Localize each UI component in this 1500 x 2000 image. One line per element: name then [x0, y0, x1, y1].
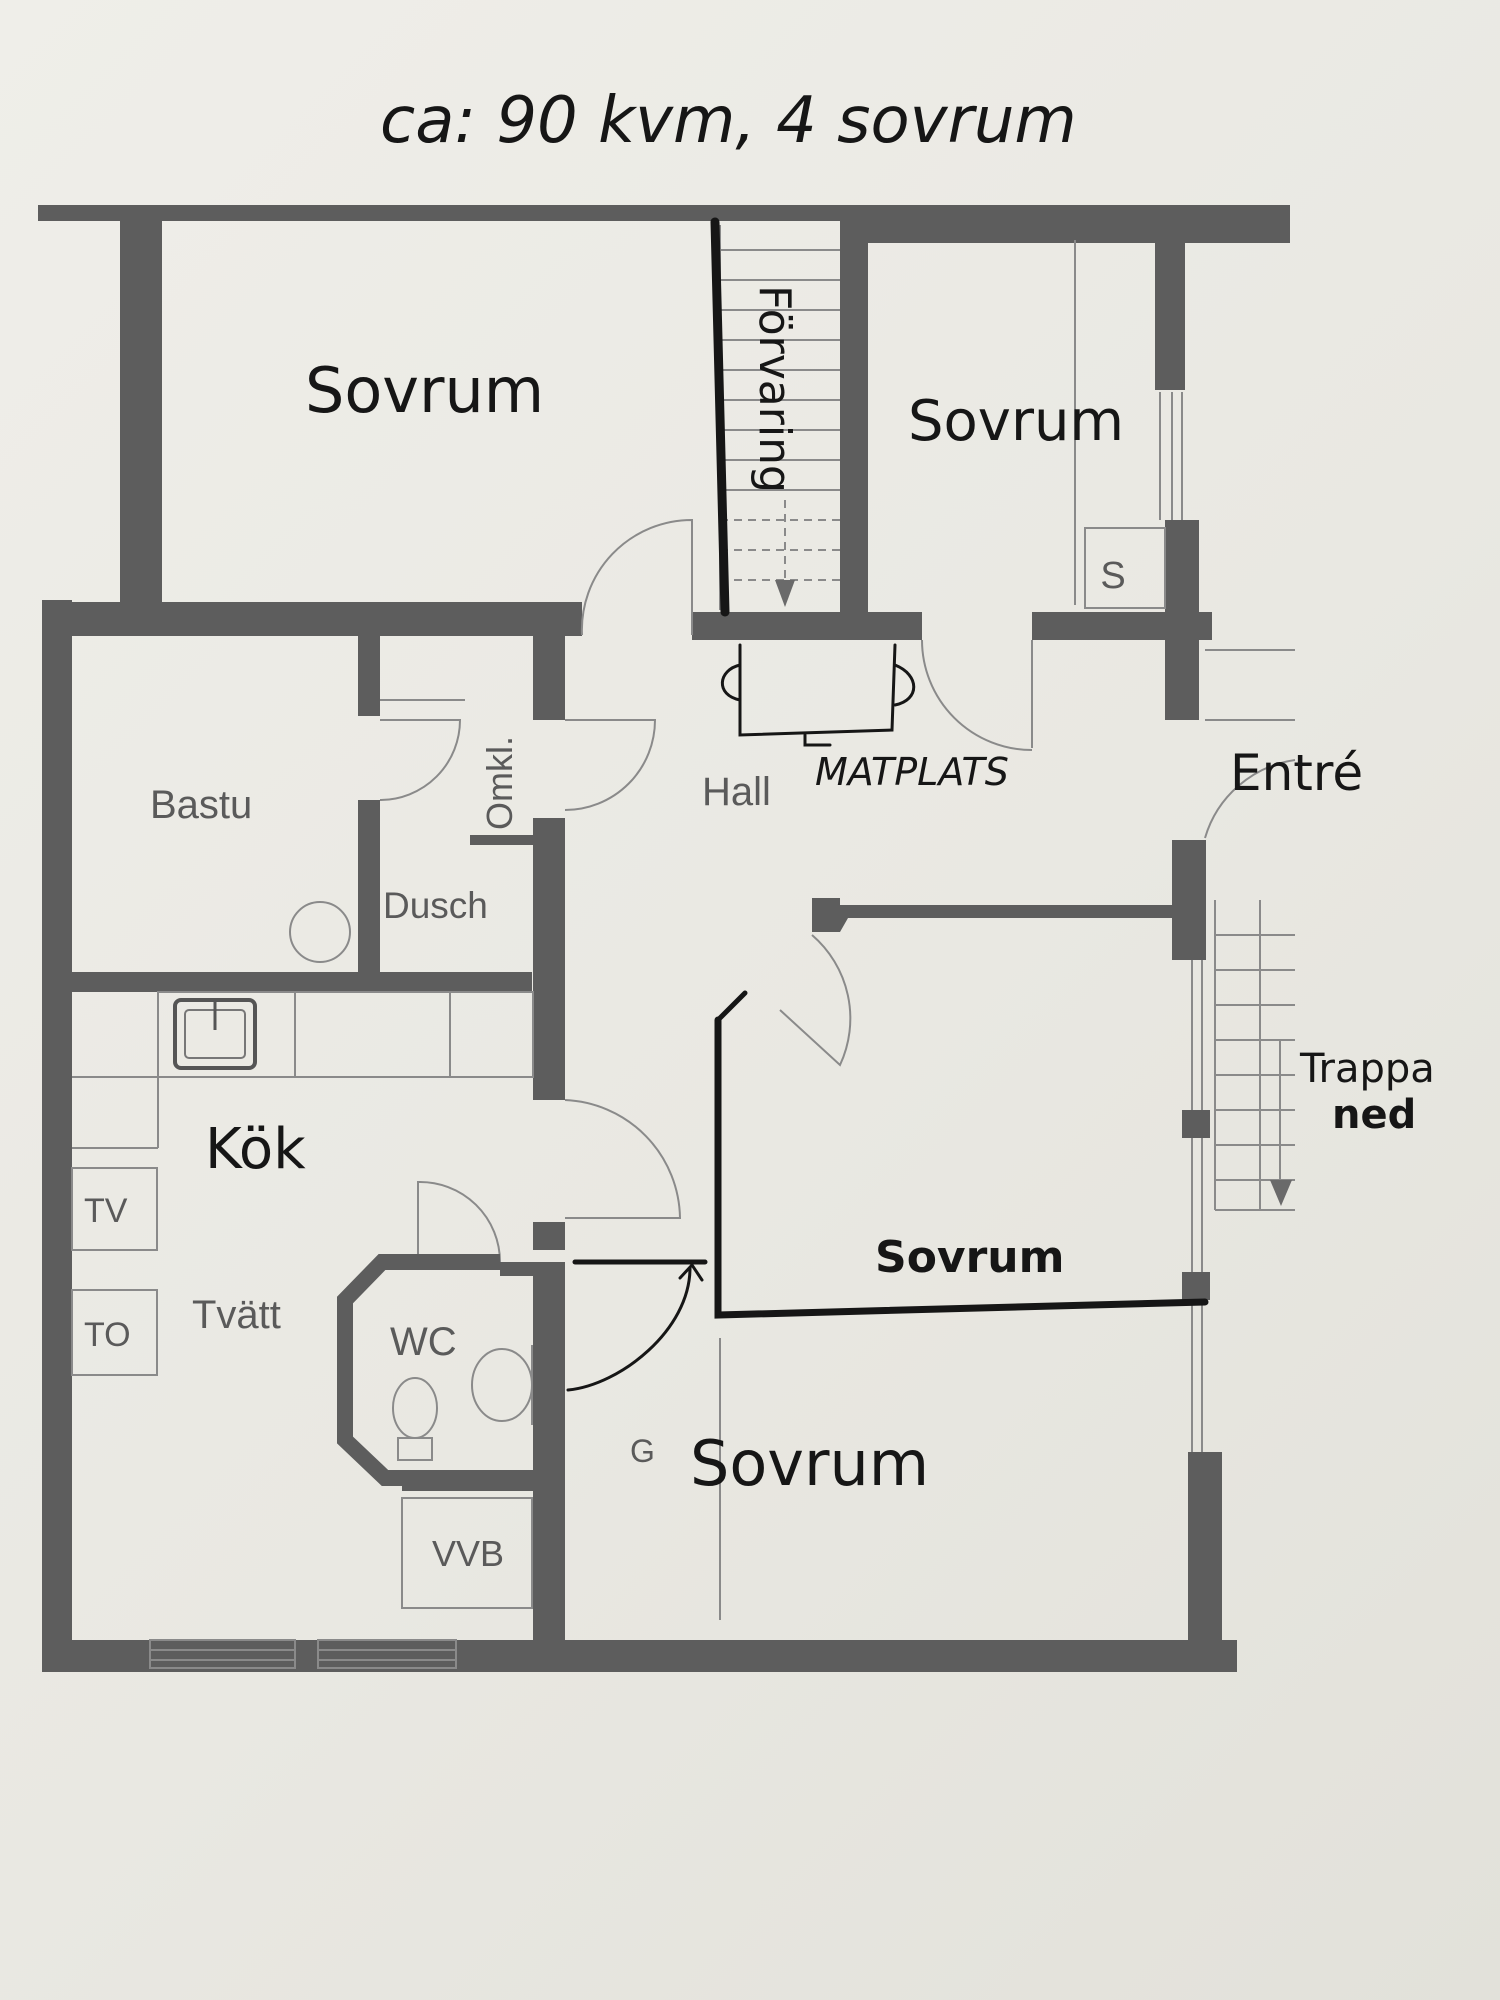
door-swing-right-bedroom [921, 639, 1033, 751]
wall-hall-top-left [692, 612, 922, 640]
bastu-heater [289, 901, 351, 963]
label-vvb: VVB [432, 1533, 504, 1574]
ink-dining-table [738, 643, 897, 737]
door-swing-middle-bedroom [779, 934, 852, 1067]
label-bastu: Bastu [150, 783, 252, 827]
label-storage-s: S [1100, 555, 1125, 597]
label-tvatt: Tvätt [192, 1293, 281, 1337]
wc-sink [471, 1348, 533, 1422]
label-forvaring: Förvaring [749, 285, 800, 493]
wall-right-small-2 [1182, 1272, 1210, 1300]
toilet-tank [397, 1437, 433, 1461]
ink-marks [566, 217, 1209, 1392]
kitchen-counter [157, 991, 534, 1078]
ink-stair-wall [710, 217, 730, 617]
door-swing-entre [1204, 759, 1296, 839]
ink-door-arc [566, 1266, 692, 1392]
label-tv: TV [84, 1192, 128, 1230]
stair-arrow-up [775, 580, 795, 607]
wc-walls [337, 1254, 533, 1486]
wall-right-bottom [1188, 1452, 1222, 1667]
wall-wc-bedroom [533, 1262, 565, 1672]
ink-chair-right [893, 663, 916, 707]
ink-chair-bottom [803, 733, 832, 747]
wall-omkl-hall-mid [533, 818, 565, 1100]
wall-bastu-omkl-top [358, 636, 380, 716]
storage-box [1084, 527, 1166, 609]
wall-right-lower [1172, 840, 1206, 960]
label-hall: Hall [702, 770, 771, 814]
vvb-box [401, 1497, 533, 1609]
walls [38, 205, 1290, 1672]
label-sovrum-middle: Sovrum [875, 1232, 1064, 1283]
label-to: TO [84, 1316, 131, 1354]
wall-omkl-dusch [470, 835, 538, 845]
door-swing-wc [417, 1180, 501, 1263]
window-bottom-right [317, 1639, 457, 1669]
label-entre: Entré [1230, 744, 1363, 802]
door-swing-top-bedroom [580, 518, 693, 636]
wall-stair-right [840, 222, 868, 640]
ink-chair-left [720, 663, 742, 702]
label-g: G [630, 1433, 655, 1469]
to-box [71, 1289, 158, 1376]
wall-under-top-left-bedroom [42, 602, 582, 636]
wall-top-bedroom-left [120, 210, 162, 610]
wall-right-mid [1165, 520, 1199, 720]
door-swing-bastu [379, 719, 462, 801]
wall-middle-bedroom-top [812, 898, 1178, 932]
label-sovrum-top-right: Sovrum [908, 389, 1124, 454]
label-sovrum-bottom: Sovrum [690, 1427, 929, 1500]
label-trappa: Trappa [1299, 1046, 1435, 1092]
wall-bastu-kok [42, 972, 532, 992]
ink-door-arrow [678, 1262, 704, 1282]
toilet-bowl [392, 1377, 438, 1439]
label-wc: WC [390, 1320, 457, 1364]
label-dusch: Dusch [383, 885, 488, 926]
tv-box [71, 1167, 158, 1251]
wall-outer-left [42, 600, 72, 1672]
stair-arrow-down [1270, 1180, 1292, 1206]
label-ned: ned [1332, 1092, 1416, 1138]
thin-lines [71, 225, 1296, 1669]
label-omkl: Omkl. [479, 736, 520, 830]
wall-omkl-hall-top [533, 605, 565, 720]
wall-omkl-hall-lower [533, 1222, 565, 1250]
wall-bastu-omkl-bottom [358, 800, 380, 980]
label-matplats: MATPLATS [815, 750, 1009, 794]
door-swing-kitchen [564, 1099, 682, 1219]
label-kok: Kök [205, 1117, 306, 1182]
wall-right-small-1 [1182, 1110, 1210, 1138]
ink-bedroom-corner [715, 990, 748, 1023]
wall-outer-bottom [42, 1640, 1237, 1672]
wall-right-top [1155, 235, 1185, 390]
door-swing-omkl [564, 719, 657, 811]
label-sovrum-top-left: Sovrum [305, 354, 544, 427]
window-bottom-left [149, 1639, 296, 1669]
ink-bedroom-wall [714, 1016, 1209, 1319]
wall-kitchen-wc [500, 1262, 538, 1276]
wall-top-right [840, 215, 1290, 243]
header-note: ca: 90 kvm, 4 sovrum [380, 84, 1077, 158]
